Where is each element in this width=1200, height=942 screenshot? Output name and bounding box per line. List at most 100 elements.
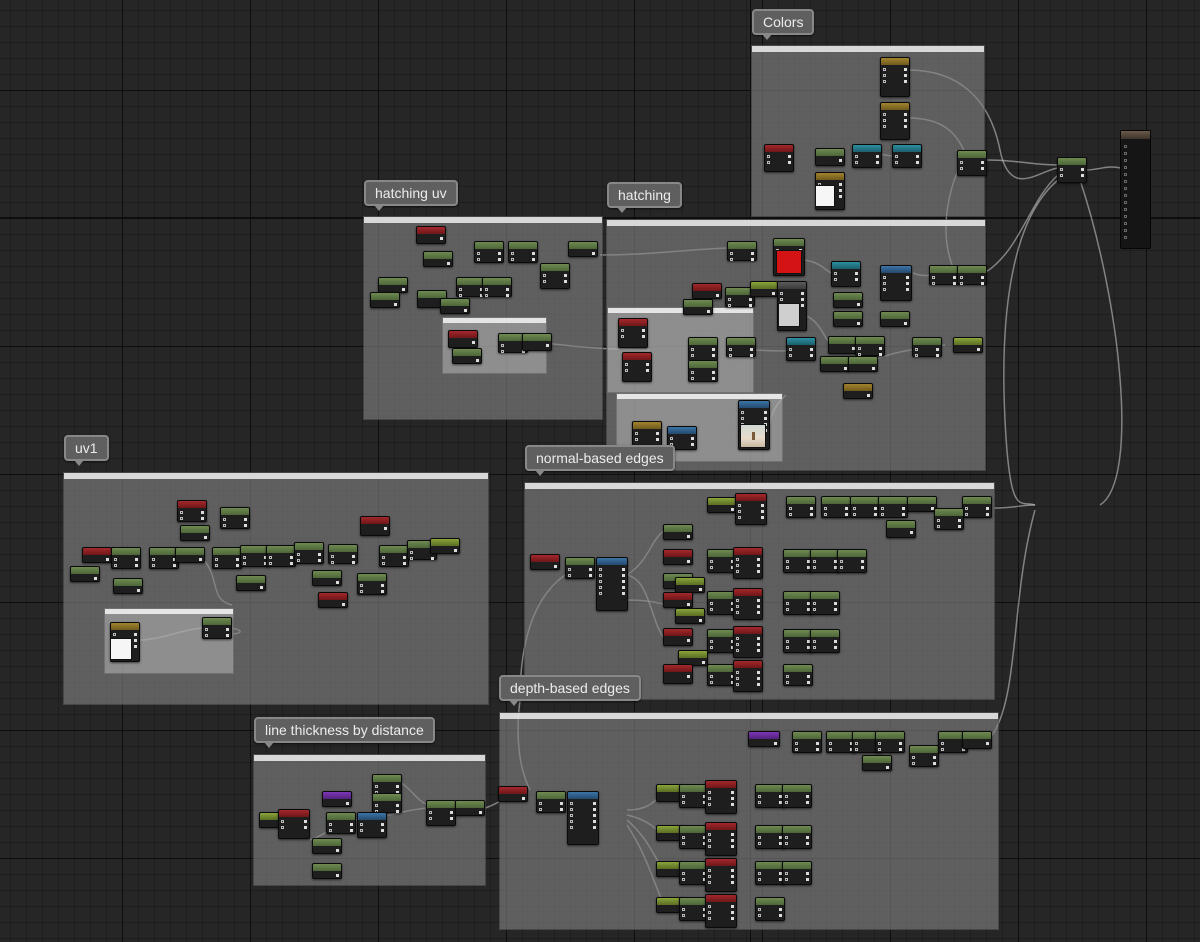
node-input-pin-icon[interactable] (382, 562, 385, 565)
node-output-pin-icon[interactable] (749, 304, 752, 307)
node-output-pin-icon[interactable] (749, 298, 752, 301)
node-output-pin-icon[interactable] (977, 348, 980, 351)
node-output-pin-icon[interactable] (656, 432, 659, 435)
node-header[interactable] (728, 242, 756, 249)
node-output-pin-icon[interactable] (712, 348, 715, 351)
node-output-pin-icon[interactable] (906, 288, 909, 291)
node-header[interactable] (569, 242, 597, 249)
node-output-pin-icon[interactable] (560, 802, 563, 805)
node-input-pin-icon[interactable] (895, 161, 898, 164)
node-output-pin-icon[interactable] (731, 602, 734, 605)
node-input-pin-icon[interactable] (570, 820, 573, 823)
node-input-pin-icon[interactable] (915, 348, 918, 351)
node-input-pin-icon[interactable] (780, 298, 783, 301)
comment-bubble-hatching-uv[interactable]: hatching uv (364, 180, 458, 211)
node-output-pin-icon[interactable] (779, 801, 782, 804)
node-input-pin-icon[interactable] (965, 513, 968, 516)
node-input-pin-icon[interactable] (114, 558, 117, 561)
node-header[interactable] (178, 501, 206, 508)
node-input-pin-icon[interactable] (855, 161, 858, 164)
node-header[interactable] (727, 338, 755, 345)
material-node-blue[interactable] (880, 265, 912, 301)
node-input-pin-icon[interactable] (767, 155, 770, 158)
node-output-pin-icon[interactable] (899, 742, 902, 745)
node-output-pin-icon[interactable] (134, 633, 137, 636)
node-input-pin-icon[interactable] (824, 513, 827, 516)
node-output-pin-icon[interactable] (564, 274, 567, 277)
material-node-red[interactable] (530, 554, 560, 570)
material-node-red[interactable] (177, 500, 207, 522)
node-input-pin-icon[interactable] (243, 562, 246, 565)
node-input-pin-icon[interactable] (1124, 194, 1127, 197)
node-header[interactable] (963, 497, 991, 504)
node-output-pin-icon[interactable] (396, 810, 399, 813)
material-node-lime[interactable] (707, 497, 737, 513)
material-node-green[interactable] (202, 617, 232, 639)
node-header[interactable] (827, 732, 855, 739)
node-output-pin-icon[interactable] (906, 282, 909, 285)
node-input-pin-icon[interactable] (429, 811, 432, 814)
node-header[interactable] (963, 732, 991, 739)
node-input-pin-icon[interactable] (1124, 229, 1127, 232)
node-header[interactable] (408, 541, 436, 548)
node-header[interactable] (787, 338, 815, 345)
node-header[interactable] (734, 589, 762, 596)
node-input-pin-icon[interactable] (152, 558, 155, 561)
node-header[interactable] (958, 151, 986, 158)
node-input-pin-icon[interactable] (269, 556, 272, 559)
node-output-pin-icon[interactable] (872, 367, 875, 370)
node-output-pin-icon[interactable] (834, 566, 837, 569)
node-input-pin-icon[interactable] (824, 507, 827, 510)
node-output-pin-icon[interactable] (264, 562, 267, 565)
node-input-pin-icon[interactable] (113, 633, 116, 636)
node-input-pin-icon[interactable] (1124, 208, 1127, 211)
node-header[interactable] (499, 334, 527, 341)
material-node-teal[interactable] (852, 144, 882, 168)
node-input-pin-icon[interactable] (881, 513, 884, 516)
node-input-pin-icon[interactable] (205, 634, 208, 637)
material-node-blue[interactable] (567, 791, 599, 845)
node-header[interactable] (954, 338, 982, 345)
material-node-green[interactable] (782, 861, 812, 885)
node-header[interactable] (881, 58, 909, 65)
node-input-pin-icon[interactable] (785, 836, 788, 839)
node-output-pin-icon[interactable] (622, 586, 625, 589)
material-node-green[interactable] (755, 897, 785, 921)
node-input-pin-icon[interactable] (243, 556, 246, 559)
node-input-pin-icon[interactable] (937, 525, 940, 528)
node-output-pin-icon[interactable] (751, 258, 754, 261)
node-header[interactable] (668, 427, 696, 434)
node-output-pin-icon[interactable] (904, 113, 907, 116)
node-header[interactable] (483, 278, 511, 285)
node-output-pin-icon[interactable] (546, 344, 549, 347)
material-node-green[interactable] (328, 544, 358, 564)
node-header[interactable] (844, 384, 872, 391)
node-header[interactable] (680, 826, 708, 833)
material-node-green[interactable] (837, 549, 867, 573)
node-input-pin-icon[interactable] (883, 282, 886, 285)
material-node-green[interactable] (862, 755, 892, 771)
node-input-pin-icon[interactable] (682, 908, 685, 911)
node-header[interactable] (213, 548, 241, 555)
node-output-pin-icon[interactable] (953, 276, 956, 279)
node-output-pin-icon[interactable] (592, 252, 595, 255)
node-header[interactable] (319, 593, 347, 600)
node-output-pin-icon[interactable] (806, 872, 809, 875)
node-input-pin-icon[interactable] (485, 294, 488, 297)
material-node-green[interactable] (111, 547, 141, 569)
node-output-pin-icon[interactable] (506, 294, 509, 297)
node-output-pin-icon[interactable] (687, 675, 690, 678)
node-input-pin-icon[interactable] (881, 507, 884, 510)
material-node-green[interactable] (1057, 157, 1087, 183)
node-input-pin-icon[interactable] (599, 586, 602, 589)
node-output-pin-icon[interactable] (106, 558, 109, 561)
material-node-green[interactable] (688, 337, 718, 361)
node-output-pin-icon[interactable] (857, 303, 860, 306)
node-output-pin-icon[interactable] (810, 513, 813, 516)
node-header[interactable] (373, 775, 401, 782)
material-node-green[interactable] (240, 545, 270, 567)
node-input-pin-icon[interactable] (741, 411, 744, 414)
material-node-green[interactable] (783, 549, 813, 573)
node-header[interactable] (181, 526, 209, 533)
node-output-pin-icon[interactable] (816, 742, 819, 745)
